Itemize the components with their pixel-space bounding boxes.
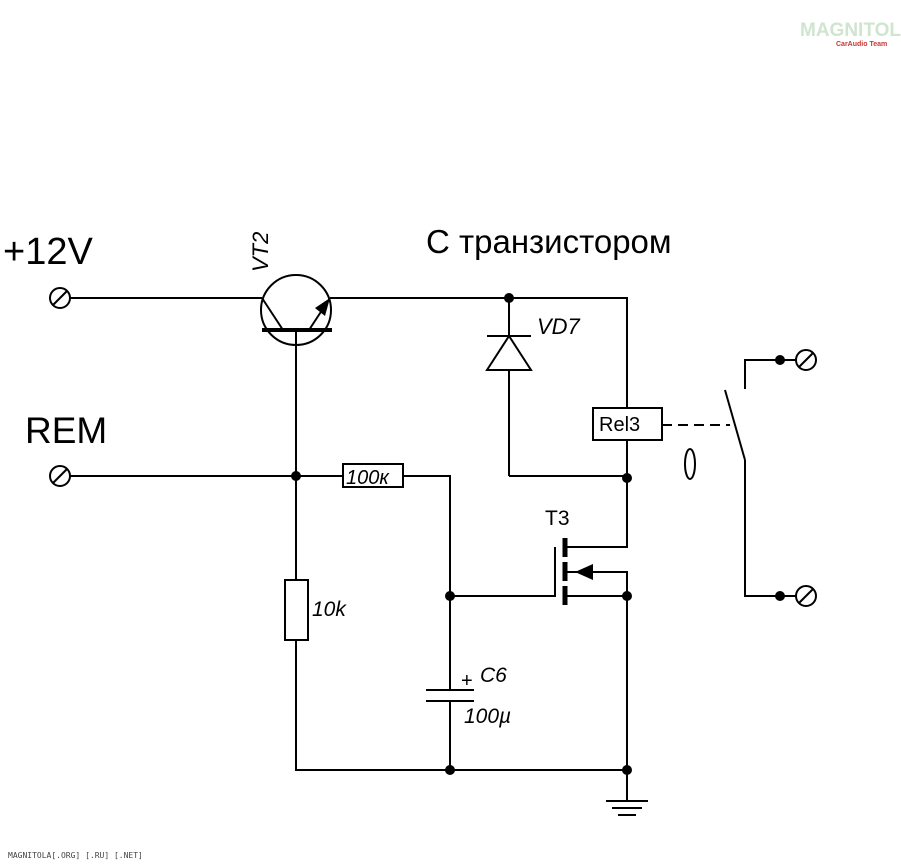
logo-sub-text: CarAudio Team bbox=[836, 41, 888, 48]
junction-rem-node bbox=[291, 471, 301, 481]
wire-100k-to-gate bbox=[403, 475, 451, 690]
rem-terminal bbox=[49, 465, 71, 487]
magnitola-logo: MAGNITOLA CarAudio Team bbox=[800, 20, 901, 50]
wire-gate bbox=[450, 547, 556, 597]
relay-switch-contact bbox=[724, 355, 806, 601]
logo-main-text: MAGNITOLA bbox=[800, 20, 901, 41]
t3-mosfet bbox=[554, 538, 628, 770]
ground-symbol bbox=[606, 770, 648, 816]
plus-12v-terminal bbox=[49, 287, 71, 309]
vt2-transistor bbox=[260, 274, 332, 348]
wire-top-rail bbox=[330, 297, 628, 408]
rel3-label: Rel3 bbox=[599, 414, 640, 436]
c6-polarity-mark: + bbox=[461, 670, 473, 692]
junction-cap-ground bbox=[445, 765, 455, 775]
junction-source bbox=[622, 591, 632, 601]
resistor-100k-label: 100к bbox=[346, 467, 390, 489]
wire-10k-to-ground bbox=[295, 640, 627, 771]
rem-label: REM bbox=[25, 410, 107, 451]
vd7-label: VD7 bbox=[537, 314, 581, 339]
t3-label: T3 bbox=[545, 507, 570, 530]
relay-output-terminal-top bbox=[795, 349, 817, 371]
vt2-label: VT2 bbox=[248, 232, 273, 272]
rel3-relay-coil bbox=[592, 407, 663, 441]
c6-capacitor bbox=[426, 689, 474, 770]
plus-12v-label: +12V bbox=[3, 231, 93, 273]
resistor-10k-label: 10k bbox=[312, 598, 347, 621]
junction-relay-diode bbox=[622, 473, 632, 483]
relay-symbol-oval bbox=[684, 448, 696, 480]
wire-relay-to-drain bbox=[567, 440, 628, 548]
footer-watermark: MAGNITOLA[.ORG] [.RU] [.NET] bbox=[8, 851, 143, 860]
c6-value-label: 100µ bbox=[464, 705, 511, 728]
relay-output-terminal-bottom bbox=[795, 585, 817, 607]
vd7-diode bbox=[485, 298, 627, 477]
c6-label: C6 bbox=[480, 664, 507, 687]
resistor-10k bbox=[284, 579, 309, 641]
diagram-title: С транзистором bbox=[426, 223, 672, 260]
